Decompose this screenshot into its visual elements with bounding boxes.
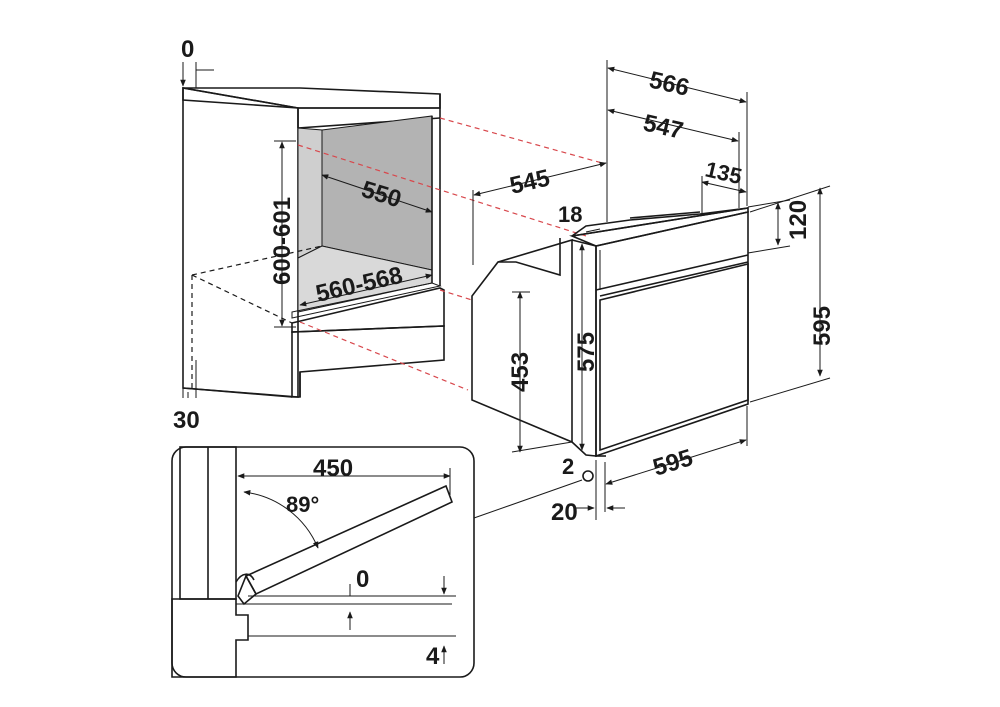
oven-drawing: 566 547 135 545 18 120 595 453 575 xyxy=(471,60,836,526)
cabinet-bottom-gap-label: 30 xyxy=(173,407,200,434)
oven-trim-label: 18 xyxy=(558,202,582,227)
detail-gap-top-label: 0 xyxy=(356,566,369,593)
alignment-guides xyxy=(297,117,603,391)
oven-total-depth-label: 566 xyxy=(647,67,692,102)
cabinet-height-label: 600-601 xyxy=(269,197,296,285)
oven-front-height-label: 575 xyxy=(573,332,600,372)
cabinet-drawing: 0 30 600-601 550 560-568 xyxy=(173,36,445,434)
oven-top-offset-label: 545 xyxy=(507,165,552,200)
oven-front-width-label: 595 xyxy=(650,444,696,482)
oven-total-height-label: 595 xyxy=(809,306,836,346)
oven-body-depth-label: 547 xyxy=(641,110,686,145)
oven-bottom-gap-label: 2 xyxy=(562,454,574,479)
door-detail-inset: 450 89° 0 4 xyxy=(171,446,475,678)
oven-door-thickness-label: 20 xyxy=(551,499,578,526)
oven-panel-height-label: 120 xyxy=(785,200,812,240)
detail-gap-bottom-label: 4 xyxy=(426,643,440,670)
oven-body-height-label: 453 xyxy=(507,352,534,392)
oven-panel-depth-label: 135 xyxy=(703,157,744,190)
detail-angle-label: 89° xyxy=(286,492,319,517)
cabinet-top-gap-label: 0 xyxy=(181,36,194,63)
detail-clearance-label: 450 xyxy=(313,455,353,482)
